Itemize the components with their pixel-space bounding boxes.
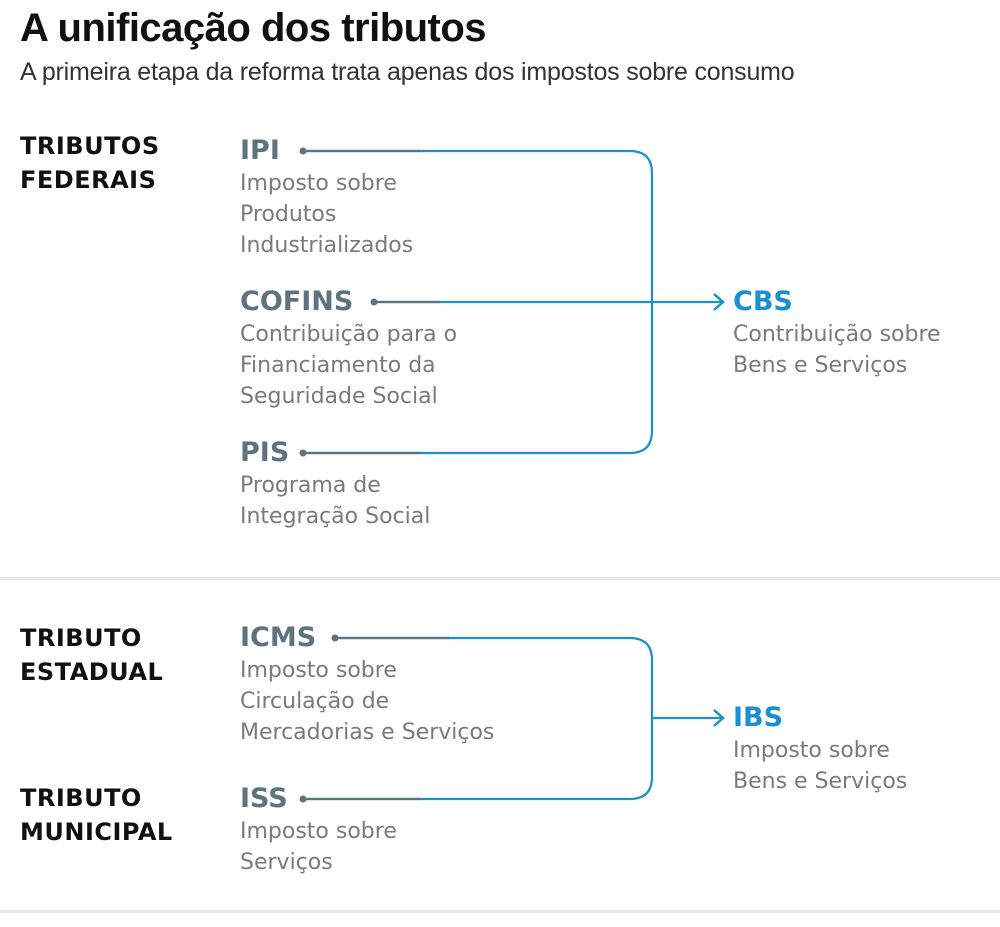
tax-desc-iss: Imposto sobre Serviços xyxy=(240,816,397,878)
desc-line: Contribuição sobre xyxy=(733,322,941,347)
desc-line: Imposto sobre xyxy=(240,171,397,196)
group-label-line: FEDERAIS xyxy=(20,166,157,194)
desc-line: Mercadorias e Serviços xyxy=(240,720,495,745)
tax-desc-icms: Imposto sobre Circulação de Mercadorias … xyxy=(240,655,494,748)
tax-code-pis: PIS xyxy=(240,437,290,468)
group-label-estadual: TRIBUTO ESTADUAL xyxy=(20,621,163,689)
section-divider xyxy=(0,577,1000,580)
group-label-line: TRIBUTOS xyxy=(20,132,160,160)
desc-line: Bens e Serviços xyxy=(733,353,908,378)
group-label-line: TRIBUTO xyxy=(20,624,142,652)
desc-line: Bens e Serviços xyxy=(733,769,908,794)
tax-code-iss: ISS xyxy=(240,783,288,814)
tax-code-cofins: COFINS xyxy=(240,286,354,317)
result-code-ibs: IBS xyxy=(733,702,784,733)
dot-icons xyxy=(299,147,378,457)
group-label-federal: TRIBUTOS FEDERAIS xyxy=(20,129,160,197)
desc-line: Integração Social xyxy=(240,504,431,529)
desc-line: Imposto sobre xyxy=(240,819,397,844)
group-label-municipal: TRIBUTO MUNICIPAL xyxy=(20,781,173,849)
desc-line: Imposto sobre xyxy=(733,738,890,763)
result-desc-cbs: Contribuição sobre Bens e Serviços xyxy=(733,319,941,381)
section-divider xyxy=(0,910,1000,913)
desc-line: Imposto sobre xyxy=(240,658,397,683)
desc-line: Seguridade Social xyxy=(240,384,438,409)
page-title: A unificação dos tributos xyxy=(20,6,487,50)
desc-line: Financiamento da xyxy=(240,353,436,378)
group-label-line: TRIBUTO xyxy=(20,784,142,812)
desc-line: Serviços xyxy=(240,850,333,875)
result-desc-ibs: Imposto sobre Bens e Serviços xyxy=(733,735,907,797)
desc-line: Contribuição para o xyxy=(240,322,458,347)
desc-line: Industrializados xyxy=(240,233,414,258)
desc-line: Programa de xyxy=(240,473,381,498)
page-subtitle: A primeira etapa da reforma trata apenas… xyxy=(20,58,795,86)
tax-desc-ipi: Imposto sobre Produtos Industrializados xyxy=(240,168,413,261)
tax-code-icms: ICMS xyxy=(240,622,317,653)
tax-desc-cofins: Contribuição para o Financiamento da Seg… xyxy=(240,319,457,412)
desc-line: Circulação de xyxy=(240,689,390,714)
group-label-line: MUNICIPAL xyxy=(20,818,173,846)
tax-code-ipi: IPI xyxy=(240,135,280,166)
desc-line: Produtos xyxy=(240,202,337,227)
group-label-line: ESTADUAL xyxy=(20,658,164,686)
tax-desc-pis: Programa de Integração Social xyxy=(240,470,430,532)
result-code-cbs: CBS xyxy=(733,286,793,317)
